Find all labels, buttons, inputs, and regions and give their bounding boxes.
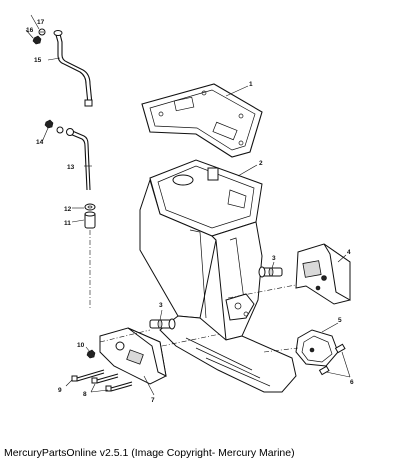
mount-bracket-7 [99, 327, 167, 385]
nut-16 [32, 35, 42, 45]
shift-rod-lower [66, 128, 91, 191]
callout-2: 2 [259, 160, 263, 167]
callout-3-upper: 3 [272, 255, 276, 262]
fastener-14 [44, 119, 64, 134]
screws-6 [318, 343, 346, 376]
callout-6: 6 [350, 379, 354, 386]
callout-1: 1 [249, 81, 253, 88]
bolt-9 [71, 369, 105, 382]
gasket-1 [141, 83, 263, 158]
callout-17: 17 [37, 19, 45, 26]
shift-rod-upper [53, 30, 93, 107]
callout-4: 4 [347, 249, 351, 256]
stud-3-lower [149, 318, 176, 330]
callout-11: 11 [64, 220, 71, 227]
callout-12: 12 [64, 206, 72, 213]
driveshaft-housing [139, 159, 297, 393]
bolts-8 [91, 373, 133, 392]
washer-12 [84, 203, 96, 211]
nut-10 [86, 349, 96, 359]
image-caption: MercuryPartsOnline v2.5.1 (Image Copyrig… [4, 447, 295, 459]
mount-bracket-4 [295, 243, 351, 305]
callout-3-lower: 3 [159, 302, 163, 309]
exploded-parts-diagram: 17 16 15 1 14 2 13 12 11 4 3 3 5 10 6 9 … [25, 14, 354, 404]
stud-3-upper [258, 266, 283, 278]
leader-lines [25, 14, 351, 396]
callout-7: 7 [151, 397, 155, 404]
callout-13: 13 [67, 164, 75, 171]
screw-17 [38, 28, 46, 36]
callout-14: 14 [36, 139, 44, 146]
callout-16: 16 [26, 27, 34, 34]
callout-15: 15 [34, 57, 42, 64]
callout-5: 5 [338, 317, 342, 324]
callout-10: 10 [77, 342, 85, 349]
cover-plate-5 [295, 329, 339, 367]
callout-8: 8 [83, 391, 87, 398]
bushing-11 [84, 211, 96, 229]
callout-9: 9 [58, 387, 62, 394]
